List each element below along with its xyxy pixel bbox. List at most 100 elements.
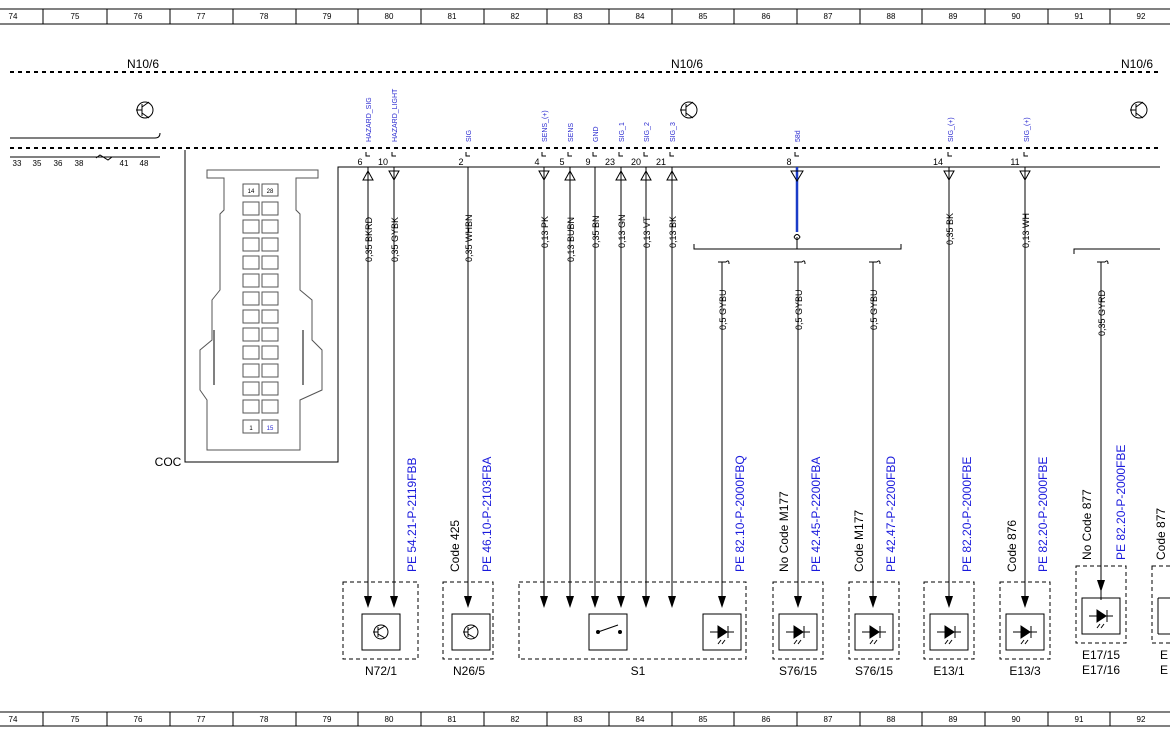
ruler-label: 74	[9, 12, 18, 21]
wire-label: 0,13 WH	[1021, 213, 1031, 248]
wire-label: 0,5 GYBU	[869, 289, 879, 330]
ruler-label: 90	[1012, 715, 1021, 724]
wire-label: 0,35 BN	[591, 215, 601, 248]
ruler-label: 80	[385, 12, 394, 21]
reference-link[interactable]: PE 82.10-P-2000FBQ	[733, 455, 747, 572]
wire-labels: 0,35 BKRD 0,35 GYBK 0,35 WHBN 0,13 PK 0,…	[364, 213, 1031, 262]
pin-number: 8	[786, 157, 791, 167]
wire-label: 0,35 BK	[945, 213, 955, 245]
ruler-label: 79	[323, 715, 332, 724]
pin-number: 36	[54, 159, 63, 168]
pin-numbers: 6 10 2 4 5 9 23 20 21 8 14 11	[357, 157, 1019, 167]
pin-number: 35	[33, 159, 42, 168]
code-label: Code 425	[448, 520, 462, 572]
left-pin-group: 33 35 36 38 41 48	[10, 154, 160, 168]
connector-bracket	[10, 132, 161, 139]
pin-number: 6	[357, 157, 362, 167]
pin-number: 33	[13, 159, 22, 168]
ruler-label: 79	[323, 12, 332, 21]
wire-label: 0,13 VT	[642, 216, 652, 248]
signal-name: GND	[593, 126, 600, 142]
wire-label: 0,13 GN	[617, 214, 627, 248]
wires	[367, 167, 1026, 600]
reference-link[interactable]: PE 42.45-P-2200FBA	[809, 457, 823, 572]
reference-link[interactable]: PE 46.10-P-2103FBA	[480, 457, 494, 572]
ruler-label: 81	[448, 12, 457, 21]
component-label: E17/16	[1082, 663, 1120, 677]
ruler-label: 92	[1137, 12, 1146, 21]
led-icon	[854, 613, 894, 651]
ruler-label: 90	[1012, 12, 1021, 21]
ruler-label: 76	[134, 715, 143, 724]
ruler-label: 87	[824, 715, 833, 724]
component-boxes	[342, 565, 1170, 660]
signal-name: SIG_(+)	[948, 117, 955, 142]
wire-label: 0,35 GYRD	[1097, 289, 1107, 336]
pin-number: 41	[120, 159, 129, 168]
reference-link[interactable]: PE 54.21-P-2119FBB	[405, 457, 419, 572]
signal-name: SIG	[466, 130, 473, 142]
pin-number: 10	[378, 157, 388, 167]
reference-link[interactable]: PE 82.20-P-2000FBE	[1036, 457, 1050, 572]
splice-branch	[693, 234, 1160, 600]
reference-link[interactable]: PE 82.20-P-2000FBE	[1114, 445, 1128, 560]
bottom-ruler: 74 75 76 77 78 79 80 81 82 83 84 85 86 8…	[0, 711, 1170, 727]
code-label: No Code M177	[777, 491, 791, 572]
component-label: N72/1	[365, 664, 397, 678]
signal-name: SIG_(+)	[1024, 117, 1031, 142]
pin-number: 1	[249, 426, 253, 432]
ruler-label: 88	[887, 12, 896, 21]
component-label: S76/15	[855, 664, 893, 678]
component-label: E13/1	[933, 664, 965, 678]
signal-name: HAZARD_SIG	[366, 97, 373, 142]
pin-number: 11	[1010, 157, 1019, 167]
coc-connector-face: 14 28 1 15	[199, 169, 323, 451]
signal-name: 58d	[795, 130, 802, 142]
component-label: S76/15	[779, 664, 817, 678]
ruler-label: 78	[260, 715, 269, 724]
transistor-icon	[451, 613, 491, 651]
ruler-label: 87	[824, 12, 833, 21]
component-label: E	[1160, 648, 1168, 662]
ruler-label: 86	[762, 715, 771, 724]
code-label: No Code 877	[1080, 489, 1094, 560]
pin-number: 38	[75, 159, 84, 168]
pin-number: 48	[140, 159, 149, 168]
signal-name: SENS	[568, 123, 575, 142]
ruler-label: 76	[134, 12, 143, 21]
pin-number: 20	[631, 157, 641, 167]
pin-number: 14	[248, 189, 255, 195]
ruler-label: 85	[699, 715, 708, 724]
reference-link[interactable]: PE 82.20-P-2000FBE	[960, 457, 974, 572]
wire-label: 0,13 BK	[668, 216, 678, 248]
pin-number: 15	[267, 426, 274, 432]
ruler-label: 91	[1075, 12, 1084, 21]
reference-link[interactable]: PE 42.47-P-2200FBD	[884, 456, 898, 572]
ruler-label: 74	[9, 715, 18, 724]
component-label: E13/3	[1009, 664, 1041, 678]
codes: Code 425 No Code M177 Code M177 Code 876…	[448, 489, 1168, 572]
wire-label: 0,35 GYBK	[390, 217, 400, 262]
ruler-label: 83	[574, 715, 583, 724]
ruler-label: 82	[511, 715, 520, 724]
wire-label: 0,13 BUBN	[566, 217, 576, 262]
ruler-label: 92	[1137, 715, 1146, 724]
ruler-label: 78	[260, 12, 269, 21]
transistor-icon	[680, 101, 698, 119]
wire-label: 0,35 BKRD	[364, 216, 374, 262]
ruler-label: 89	[949, 12, 958, 21]
component-label: N26/5	[453, 664, 485, 678]
ruler-label: 81	[448, 715, 457, 724]
led-icon	[778, 613, 818, 651]
top-ruler: 74 75 76 77 78 79 80 81 82 83 84 85 86 8…	[0, 8, 1170, 25]
pin-number: 23	[605, 157, 615, 167]
component-label: E17/15	[1082, 648, 1120, 662]
signal-name: HAZARD_LIGHT	[392, 88, 399, 142]
wire-label: 0,13 PK	[540, 216, 550, 248]
module-label: N10/6	[1121, 57, 1153, 71]
signal-name: SENS_(+)	[542, 110, 549, 142]
pin-number: 2	[458, 157, 463, 167]
component-label: S1	[631, 664, 646, 678]
wire-label: 0,35 WHBN	[464, 214, 474, 262]
